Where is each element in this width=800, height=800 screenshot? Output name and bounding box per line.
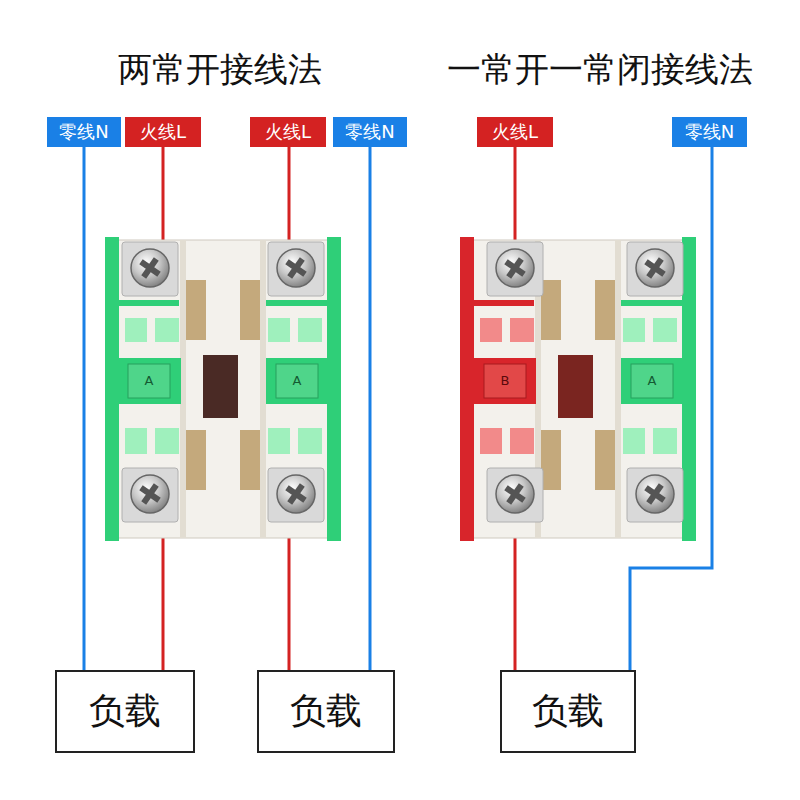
live-tag: 火线L <box>125 117 201 147</box>
node-text: 负载 <box>290 687 362 736</box>
load-box: 负载 <box>257 670 395 753</box>
live-tag: 火线L <box>477 117 553 147</box>
neutral-tag: 零线N <box>672 117 747 147</box>
neutral-wire <box>83 147 86 670</box>
node-text: 负载 <box>89 687 161 736</box>
contact-block-left <box>105 237 341 541</box>
button-letter: A <box>293 374 302 387</box>
neutral-tag: 零线N <box>47 117 121 147</box>
node-text: 火线L <box>265 120 311 144</box>
heading: 一常开一常闭接线法 <box>447 52 753 86</box>
node-text: 负载 <box>532 687 604 736</box>
node-text: 火线L <box>492 120 538 144</box>
button-letter: A <box>145 374 154 387</box>
node-text: 火线L <box>140 120 186 144</box>
neutral-tag: 零线N <box>333 117 407 147</box>
node-text: 零线N <box>59 120 108 144</box>
load-box: 负载 <box>500 670 636 753</box>
node-text: 零线N <box>345 120 394 144</box>
contact-block-right <box>460 237 696 541</box>
button-letter: A <box>648 374 657 387</box>
live-tag: 火线L <box>250 117 326 147</box>
load-box: 负载 <box>55 670 195 753</box>
node-text: 零线N <box>685 120 734 144</box>
neutral-wire <box>369 147 372 670</box>
heading: 两常开接线法 <box>118 52 322 86</box>
button-letter: B <box>501 374 510 387</box>
